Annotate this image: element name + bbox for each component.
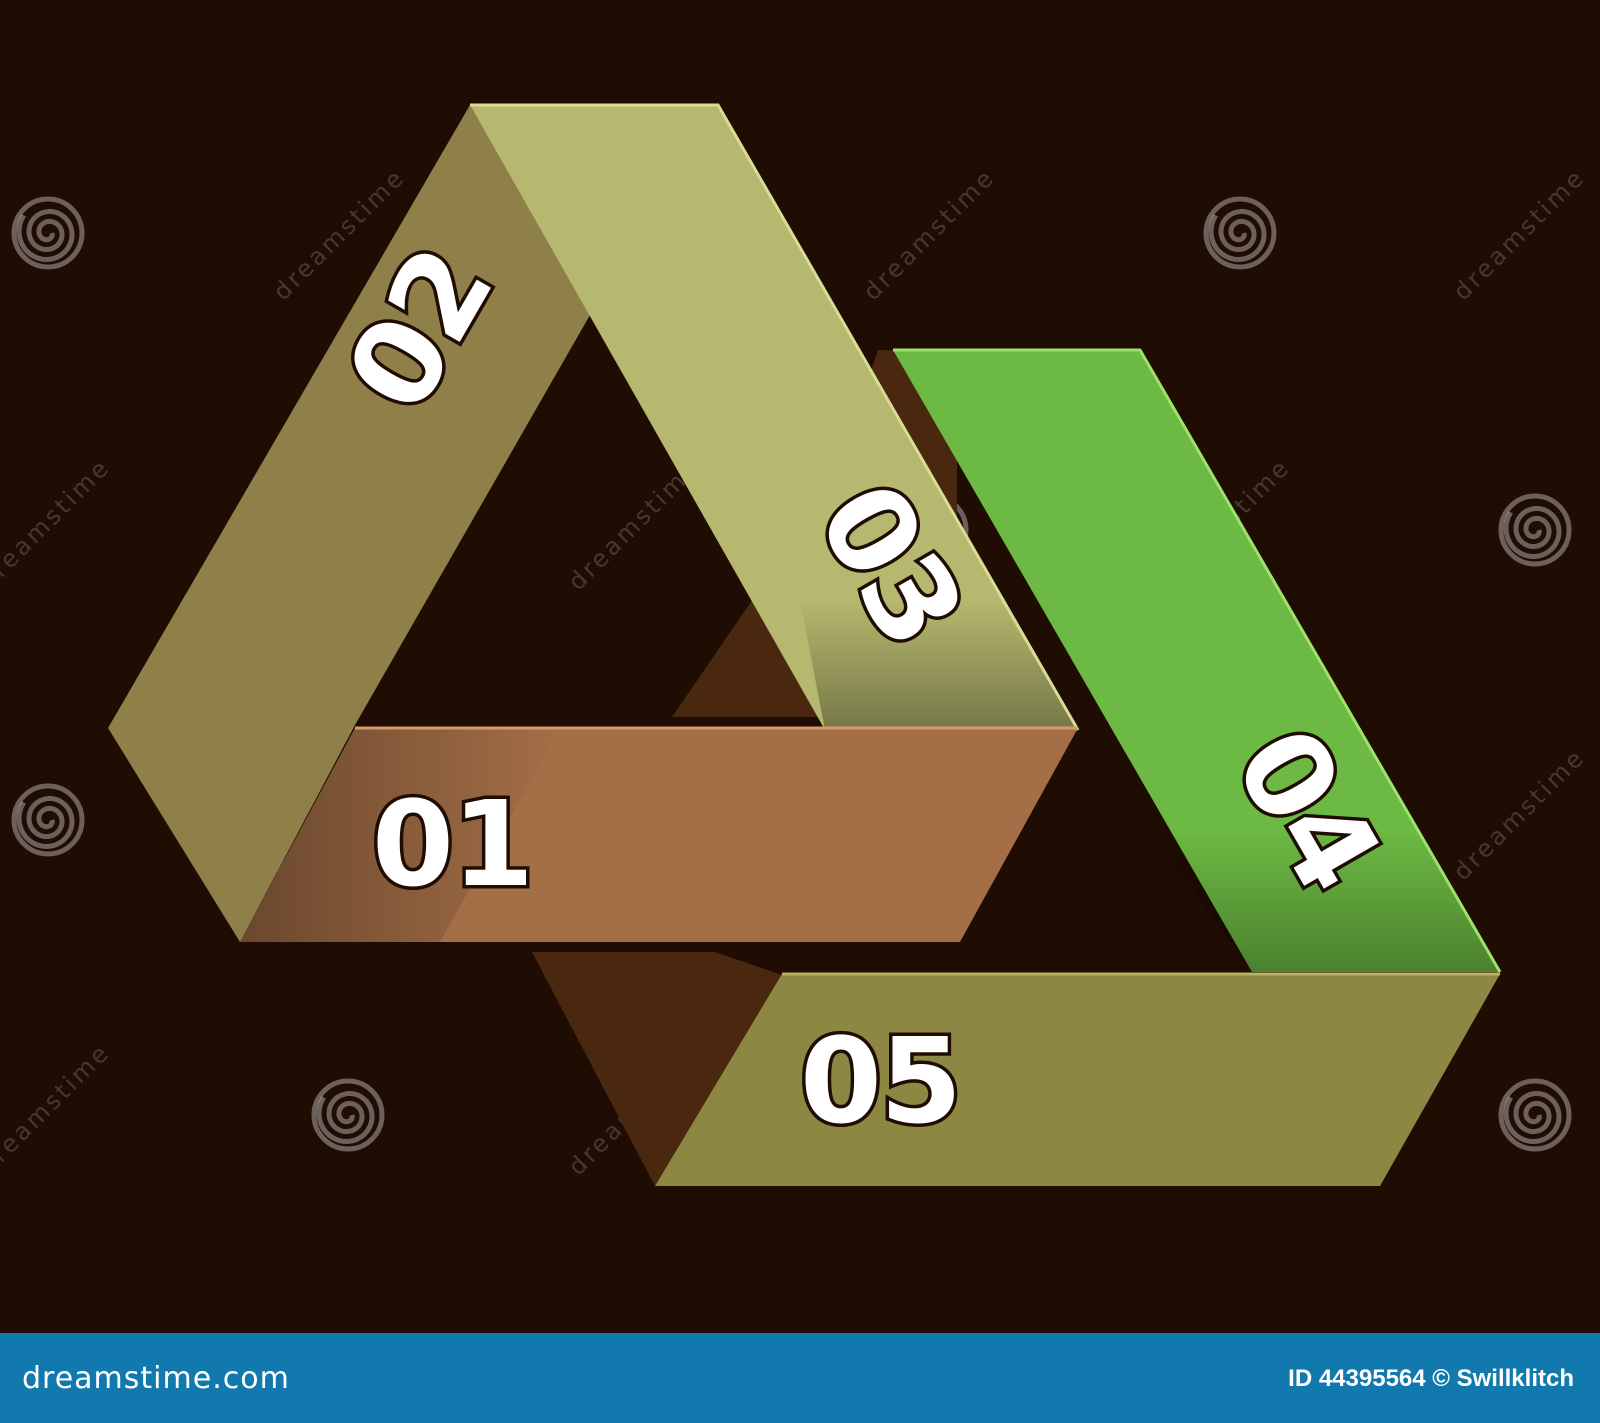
segment-03-shadow [800,600,1078,730]
segment-02-band [108,105,590,942]
spiral-icon [311,1078,385,1152]
segment-01-shadow [240,728,560,942]
watermark-text: dreamstime [858,163,1001,306]
watermark-text: dreamstime [1448,163,1591,306]
footer-brand[interactable]: dreamstime.com [22,1361,290,1396]
segment-04-band [893,350,1500,972]
inner-shadow-wedge-center [672,596,840,717]
watermark-text: dreamstime [0,453,116,596]
watermark-text: dreamstime [1448,743,1591,886]
illustration-canvas: dreamstime dreamstime dreamstime dreamstime… [0,103,1591,1186]
segment-04-shadow [1150,830,1500,972]
spiral-icon [11,783,85,857]
watermark-text: dreamstime [0,1038,116,1181]
segment-05-band [655,974,1500,1186]
spiral-icon [1498,493,1572,567]
segment-03-edge-highlight [470,103,1080,731]
segment-03-band [470,105,1078,730]
footer-credit: ID 44395564 © Swillklitch [1288,1365,1574,1392]
segment-01-label: 01 [372,775,532,913]
footer-bar: dreamstime.com ID 44395564 © Swillklitch [0,1333,1600,1423]
segment-04-edge-highlight [893,348,1502,973]
impossible-triangle-diagram: dreamstime dreamstime dreamstime dreamstime… [0,103,1591,1186]
spiral-icon [1203,196,1277,270]
segment-05-label: 05 [800,1012,960,1150]
inner-shadow-wedge-bottom [532,952,782,1186]
spiral-icon [11,196,85,270]
spiral-icon [1498,1078,1572,1152]
